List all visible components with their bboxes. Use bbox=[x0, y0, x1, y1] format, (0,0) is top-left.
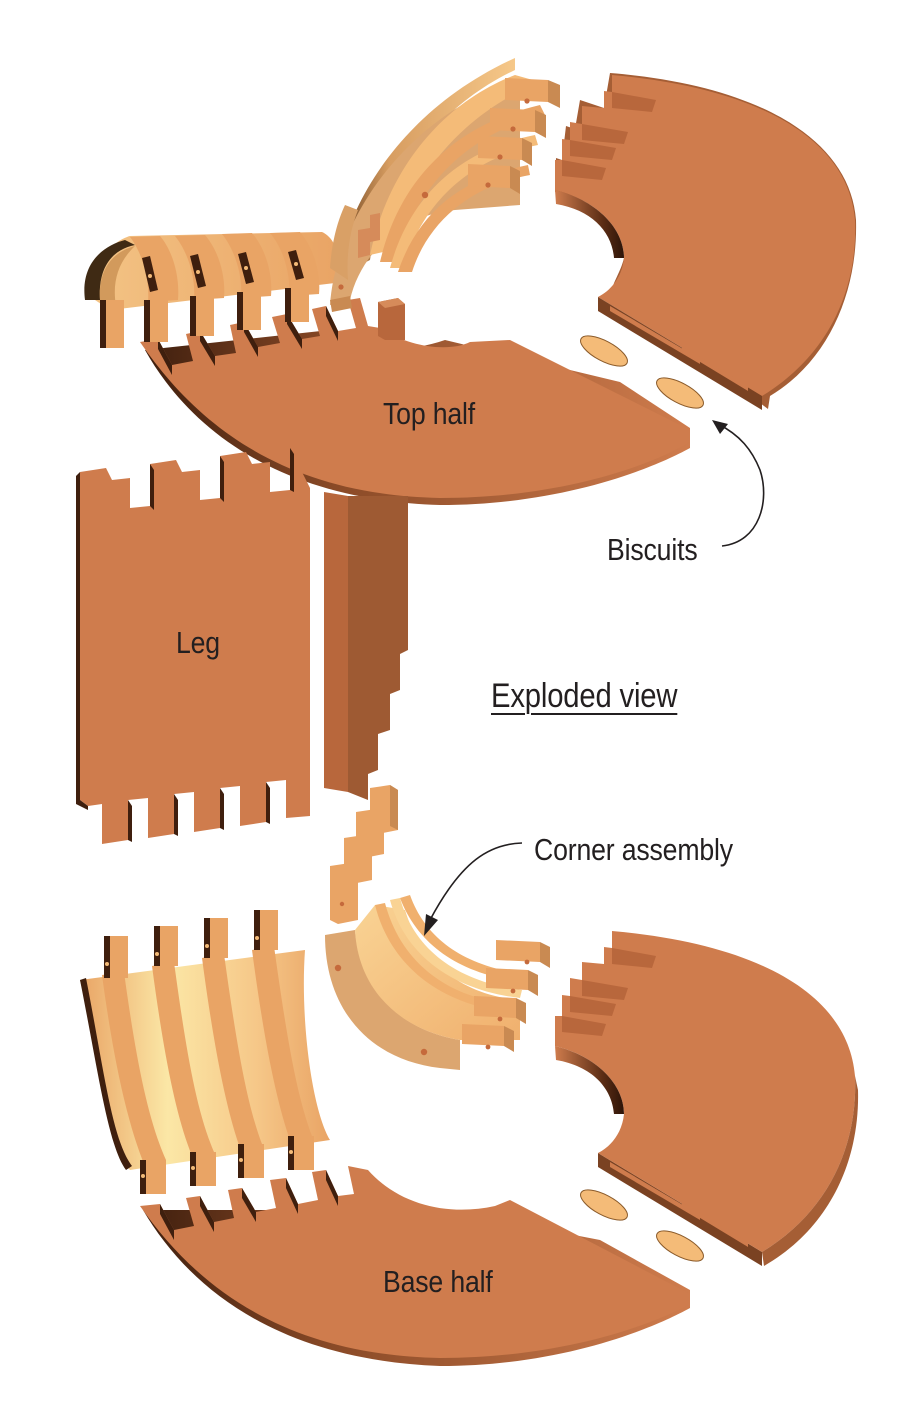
rib-leg bbox=[104, 300, 124, 348]
top-right-quarter-panel bbox=[555, 73, 857, 410]
base-right-quarter-panel bbox=[555, 931, 859, 1266]
label-base-half: Base half bbox=[383, 1264, 493, 1299]
diagram-title: Exploded view bbox=[491, 677, 678, 715]
biscuit bbox=[580, 335, 628, 367]
biscuit bbox=[656, 377, 704, 409]
rib-leg bbox=[194, 296, 214, 336]
label-leg: Leg bbox=[176, 625, 220, 660]
label-top-half: Top half bbox=[383, 396, 476, 431]
arrowhead-icon bbox=[424, 914, 438, 936]
biscuit bbox=[656, 1230, 704, 1262]
rib-leg bbox=[289, 288, 309, 322]
biscuits-leader bbox=[712, 420, 765, 547]
base-corner-assembly bbox=[325, 785, 550, 1070]
base-ribbed-block bbox=[80, 910, 330, 1194]
top-half-assembly bbox=[84, 58, 857, 505]
corner-assembly-leader bbox=[424, 842, 523, 936]
leg-assembly bbox=[76, 448, 408, 844]
leg-panel bbox=[80, 448, 310, 844]
leg-side-panel bbox=[324, 492, 348, 792]
top-corner-assembly bbox=[330, 58, 560, 312]
base-half-assembly bbox=[80, 785, 859, 1366]
rib-leg bbox=[241, 292, 261, 330]
top-cylinder-ribs bbox=[84, 232, 339, 348]
rib-leg bbox=[148, 300, 168, 342]
top-biscuits bbox=[580, 335, 704, 409]
top-half-panel bbox=[140, 298, 690, 505]
biscuit bbox=[580, 1189, 628, 1221]
arrowhead-icon bbox=[712, 420, 728, 434]
label-biscuits: Biscuits bbox=[607, 532, 698, 567]
label-corner-assembly: Corner assembly bbox=[534, 832, 733, 867]
base-biscuits bbox=[580, 1189, 704, 1262]
corner-fingers bbox=[421, 78, 560, 199]
base-half-panel bbox=[140, 1166, 690, 1366]
